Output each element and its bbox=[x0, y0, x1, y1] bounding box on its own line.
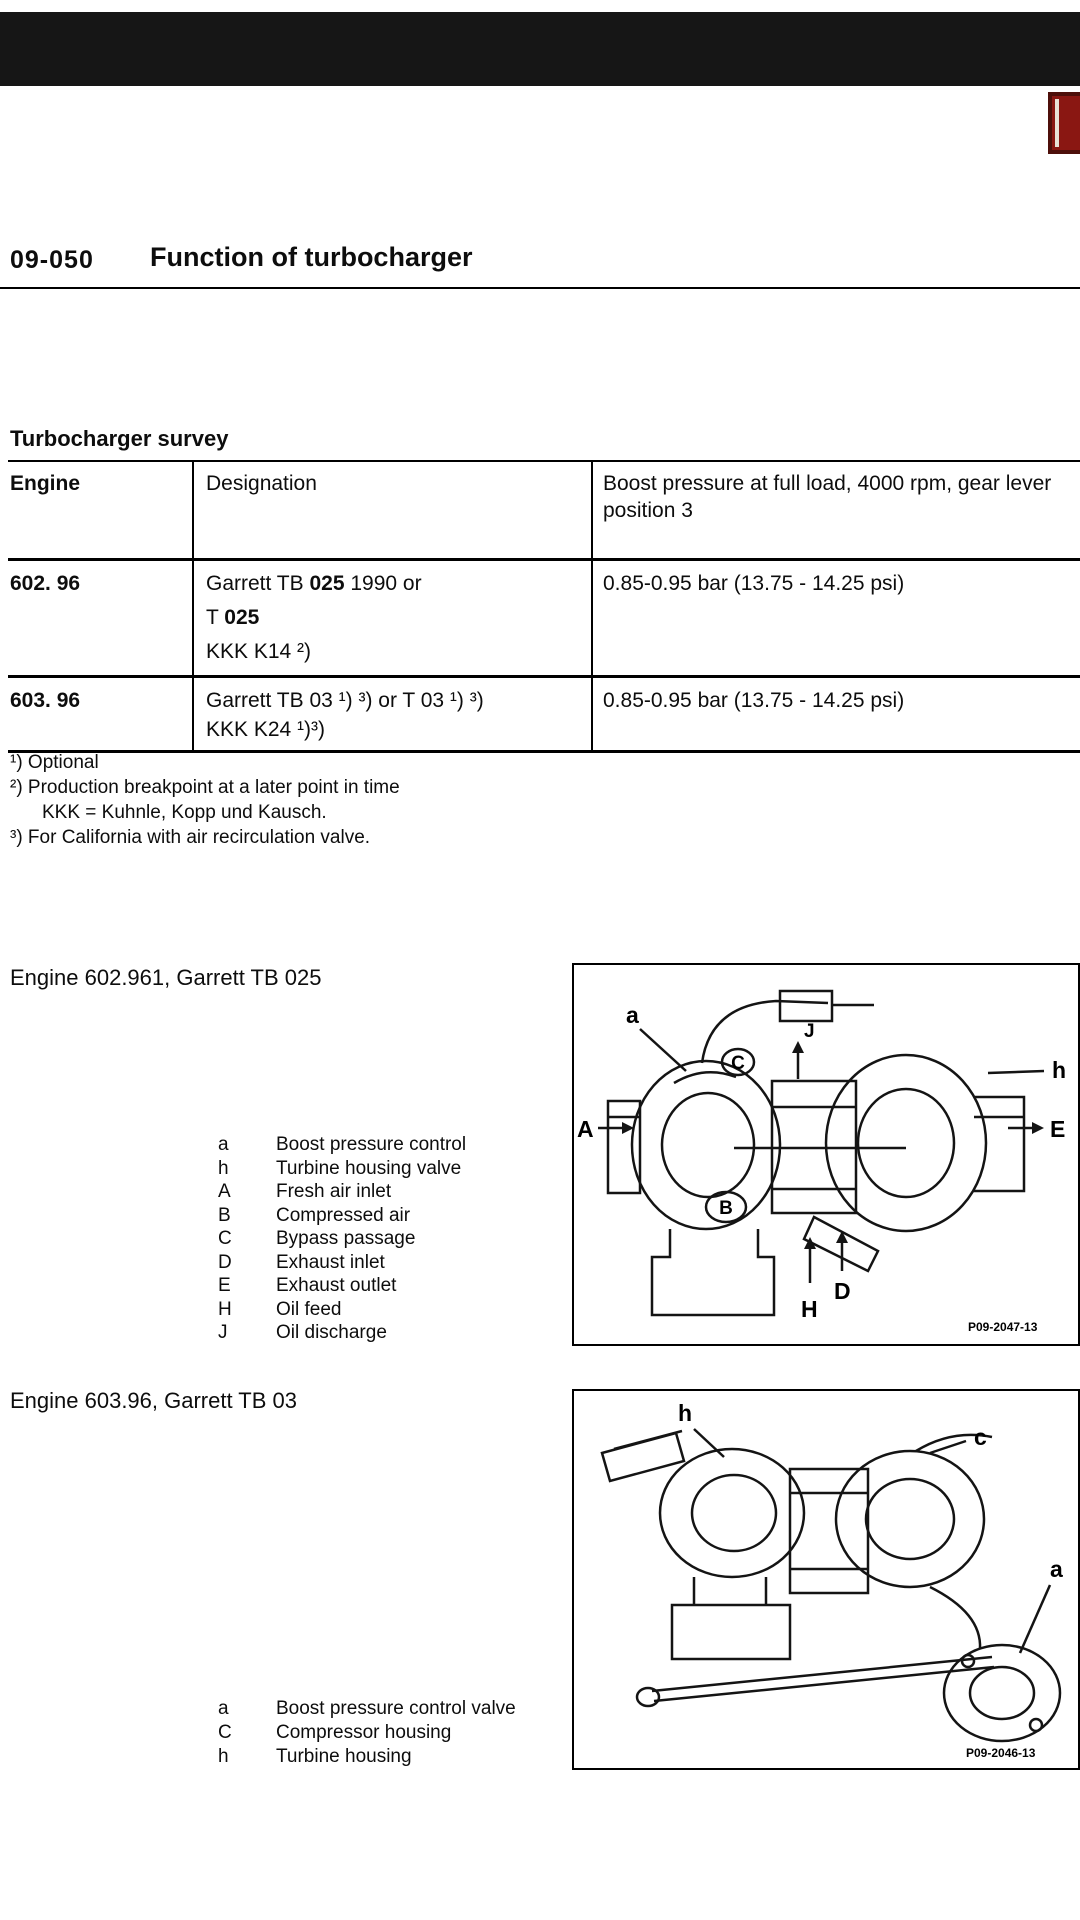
legend-text: Oil feed bbox=[276, 1298, 342, 1320]
table-row: 603. 96 Garrett TB 03 ¹) ³) or T 03 ¹) ³… bbox=[8, 678, 1080, 753]
legend-text: Boost pressure control bbox=[276, 1134, 467, 1155]
legend-item: h Turbine housing bbox=[218, 1745, 516, 1769]
callout-C: C bbox=[731, 1053, 745, 1074]
designation-line: Garrett TB 03 ¹) ³) or T 03 ¹) ³) bbox=[206, 689, 484, 712]
legend-key: D bbox=[218, 1251, 232, 1273]
legend-item: J Oil discharge bbox=[218, 1321, 466, 1345]
legend-key: B bbox=[218, 1204, 231, 1226]
designation-line: KKK K24 ¹)³) bbox=[206, 718, 326, 741]
legend-item: a Boost pressure control valve bbox=[218, 1697, 516, 1721]
figure1-panel: a C J h A E B H D P09-2047-13 bbox=[572, 963, 1080, 1346]
legend-key: E bbox=[218, 1275, 231, 1296]
callout-h: h bbox=[678, 1400, 692, 1426]
callout-J: J bbox=[804, 1021, 815, 1042]
figure2-heading: Engine 603.96, Garrett TB 03 bbox=[10, 1388, 297, 1413]
figure1-legend: a Boost pressure control h Turbine housing… bbox=[218, 1133, 466, 1345]
callout-D: D bbox=[834, 1278, 851, 1304]
boost-value: 0.85-0.95 bar (13.75 - 14.25 psi) bbox=[591, 678, 1080, 750]
turbocharger-diagram-602: a C J h A E B H D P09-2047-13 bbox=[577, 989, 1066, 1334]
legend-key: h bbox=[218, 1746, 229, 1767]
legend-text: Exhaust outlet bbox=[276, 1275, 397, 1296]
engine-value: 602. 96 bbox=[10, 572, 81, 595]
legend-item: C Bypass passage bbox=[218, 1227, 466, 1251]
figure2-panel: h c a P09-2046-13 bbox=[572, 1389, 1080, 1770]
title-divider bbox=[0, 287, 1080, 289]
designation-text-bold: 025 bbox=[309, 572, 345, 595]
legend-item: H Oil feed bbox=[218, 1298, 466, 1322]
legend-text: Turbine housing bbox=[276, 1746, 412, 1767]
page-title: Function of turbocharger bbox=[150, 242, 473, 272]
top-black-bar bbox=[0, 12, 1080, 86]
turbocharger-diagram-603: h c a P09-2046-13 bbox=[600, 1400, 1063, 1760]
survey-heading: Turbocharger survey bbox=[10, 426, 229, 451]
engine-value: 603. 96 bbox=[10, 689, 81, 712]
legend-key: A bbox=[218, 1181, 231, 1202]
legend-text: Oil discharge bbox=[276, 1322, 387, 1343]
designation-line: Garrett TB 025 1990 or bbox=[206, 570, 581, 597]
legend-item: A Fresh air inlet bbox=[218, 1180, 466, 1204]
turbo-line-art bbox=[600, 1428, 1062, 1743]
callout-H: H bbox=[801, 1296, 818, 1322]
boost-value: 0.85-0.95 bar (13.75 - 14.25 psi) bbox=[591, 561, 1080, 675]
col-header-engine: Engine bbox=[10, 472, 81, 495]
turbo-line-art bbox=[598, 989, 1045, 1317]
callout-B: B bbox=[719, 1198, 733, 1219]
legend-text: Bypass passage bbox=[276, 1228, 416, 1249]
callout-E: E bbox=[1050, 1116, 1065, 1142]
legend-key: J bbox=[218, 1322, 228, 1343]
legend-text: Turbine housing valve bbox=[276, 1157, 462, 1179]
legend-text: Fresh air inlet bbox=[276, 1181, 392, 1202]
figure2-code: P09-2046-13 bbox=[966, 1746, 1036, 1760]
designation-text: 1990 or bbox=[344, 572, 422, 595]
arrow-heads bbox=[622, 1041, 1044, 1249]
legend-text: Compressor housing bbox=[276, 1722, 452, 1743]
badge-stripe bbox=[1055, 99, 1059, 147]
callout-a: a bbox=[1050, 1556, 1063, 1582]
legend-item: h Turbine housing valve bbox=[218, 1157, 466, 1181]
footnote: ²) Production breakpoint at a later poin… bbox=[10, 777, 400, 798]
legend-key: a bbox=[218, 1698, 229, 1719]
callout-c: c bbox=[974, 1424, 987, 1450]
callout-a: a bbox=[626, 1002, 639, 1028]
legend-item: a Boost pressure control bbox=[218, 1133, 466, 1157]
legend-text: Exhaust inlet bbox=[276, 1251, 385, 1273]
legend-key: H bbox=[218, 1298, 232, 1320]
designation-value: Garrett TB 025 1990 or T 025 KKK K14 ²) bbox=[192, 561, 591, 675]
legend-text: Boost pressure control valve bbox=[276, 1698, 516, 1719]
designation-text-bold: 025 bbox=[224, 606, 260, 629]
legend-key: C bbox=[218, 1722, 232, 1743]
legend-key: a bbox=[218, 1134, 229, 1155]
legend-text: Compressed air bbox=[276, 1204, 411, 1226]
legend-item: B Compressed air bbox=[218, 1204, 466, 1228]
figure1-code: P09-2047-13 bbox=[968, 1320, 1038, 1334]
col-header-designation: Designation bbox=[192, 462, 591, 558]
designation-text: T bbox=[206, 606, 225, 629]
legend-key: h bbox=[218, 1157, 229, 1179]
table-header-row: Engine Designation Boost pressure at ful… bbox=[8, 462, 1080, 561]
designation-text: Garrett TB bbox=[206, 572, 310, 595]
turbocharger-survey-table: Engine Designation Boost pressure at ful… bbox=[8, 460, 1080, 753]
legend-item: D Exhaust inlet bbox=[218, 1251, 466, 1275]
col-header-boost: Boost pressure at full load, 4000 rpm, g… bbox=[591, 462, 1080, 558]
designation-value: Garrett TB 03 ¹) ³) or T 03 ¹) ³) KKK K2… bbox=[192, 678, 591, 750]
callout-A: A bbox=[577, 1116, 594, 1142]
footnote: ³) For California with air recirculation… bbox=[10, 827, 371, 848]
callout-h: h bbox=[1052, 1057, 1066, 1083]
red-badge-icon bbox=[1048, 92, 1080, 154]
legend-item: E Exhaust outlet bbox=[218, 1274, 466, 1298]
designation-line: T 025 bbox=[206, 604, 581, 631]
footnote: ¹) Optional bbox=[10, 752, 99, 773]
section-number: 09-050 bbox=[10, 246, 94, 274]
legend-item: C Compressor housing bbox=[218, 1721, 516, 1745]
figure2-legend: a Boost pressure control valve C Compresso… bbox=[218, 1697, 516, 1769]
designation-line: KKK K14 ²) bbox=[206, 640, 312, 663]
footnotes: ¹) Optional ²) Production breakpoint at … bbox=[10, 750, 400, 850]
table-row: 602. 96 Garrett TB 025 1990 or T 025 KKK… bbox=[8, 561, 1080, 678]
footnote: KKK = Kuhnle, Kopp und Kausch. bbox=[42, 802, 327, 823]
legend-key: C bbox=[218, 1228, 232, 1249]
figure1-heading: Engine 602.961, Garrett TB 025 bbox=[10, 965, 322, 990]
